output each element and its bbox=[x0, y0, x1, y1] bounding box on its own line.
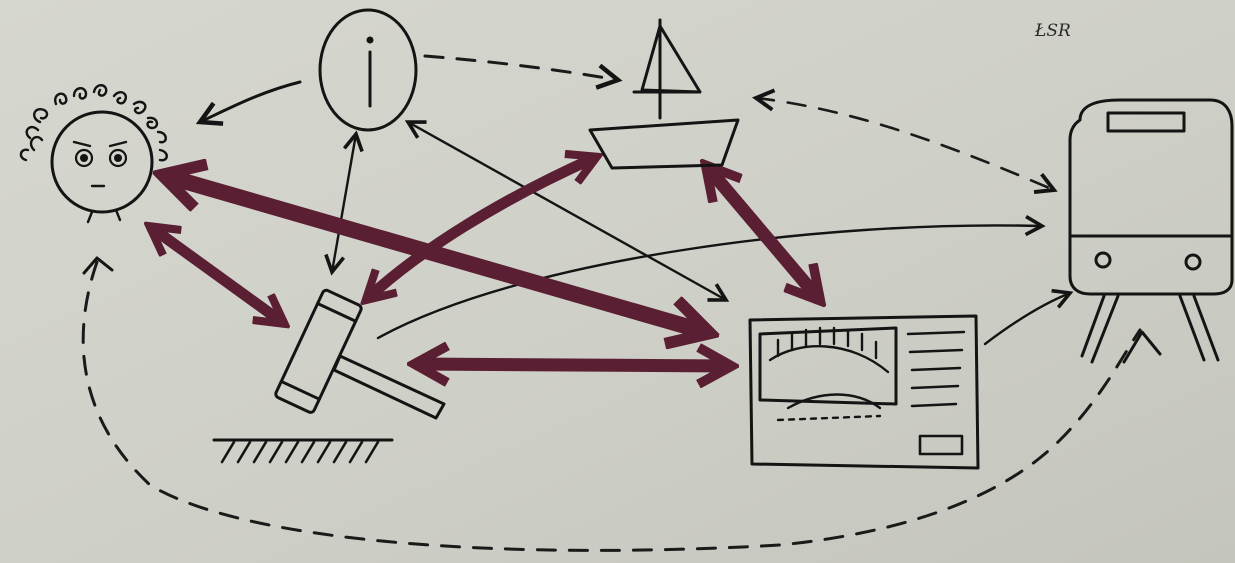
dashed-loop-arrowhead-left bbox=[82, 256, 114, 275]
link-ship-train bbox=[756, 98, 1054, 190]
strong-link-ship-court bbox=[368, 158, 594, 298]
link-control-train bbox=[983, 293, 1070, 346]
train-icon bbox=[1068, 98, 1234, 364]
link-info-person bbox=[200, 80, 302, 122]
sailing-ship-icon bbox=[588, 18, 740, 170]
control-panel-icon bbox=[748, 314, 980, 470]
strong-link-ship-control bbox=[708, 168, 818, 298]
stressed-person-icon bbox=[19, 84, 168, 224]
link-info-ship bbox=[423, 54, 618, 80]
gavel-icon bbox=[212, 288, 446, 464]
dashed-loop bbox=[81, 260, 1142, 552]
strong-link-person-court bbox=[152, 228, 282, 322]
corner-label: ŁSR bbox=[1034, 21, 1071, 41]
strong-link-court-control bbox=[418, 364, 728, 366]
info-icon bbox=[318, 8, 418, 132]
dashed-loop-arrowhead-right bbox=[1122, 330, 1162, 364]
